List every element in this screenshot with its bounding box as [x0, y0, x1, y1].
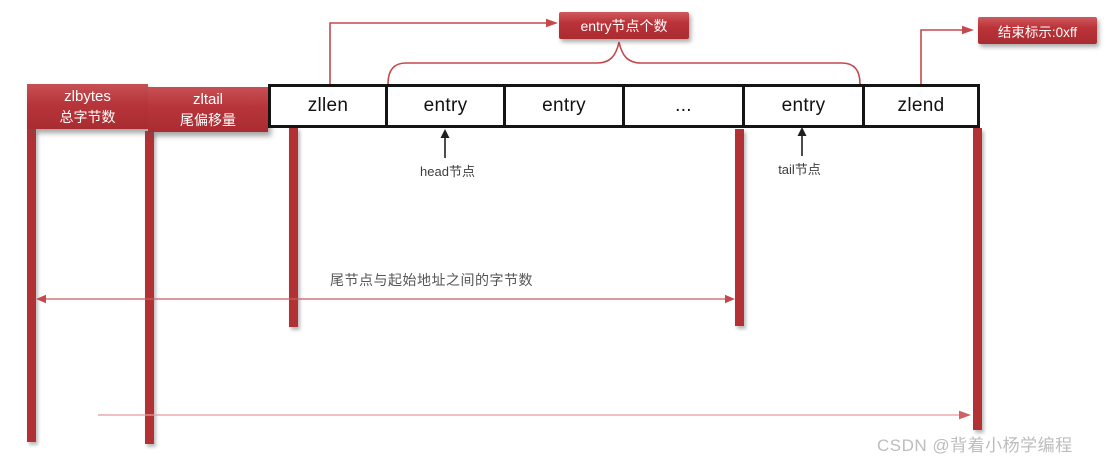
field-zllen: zllen [268, 84, 388, 128]
field-zlend: zlend [862, 84, 980, 128]
field-label: ... [675, 95, 692, 116]
field-label: entry [781, 95, 826, 116]
total-bytes-arrowhead-icon [959, 410, 971, 420]
zltail-position-bar [145, 131, 154, 444]
start-address-bar [27, 129, 36, 442]
tail-offset-left-arrowhead-icon [36, 294, 46, 304]
field-entry-tail: entry [742, 84, 865, 128]
tail-node-label: tail节点 [778, 162, 821, 177]
end-marker-arrowhead-icon [962, 25, 974, 35]
field-entry: entry [503, 84, 625, 128]
field-ellipsis: ... [622, 84, 745, 128]
field-label: entry [542, 95, 586, 116]
field-label: zlbytes [64, 87, 111, 105]
field-label: zltail [192, 90, 223, 108]
field-label: zllen [307, 95, 349, 116]
tail-entry-position-bar [735, 129, 744, 326]
entry-count-callout: entry节点个数 [559, 12, 689, 39]
entry-count-arrowhead-icon [546, 18, 558, 28]
zlend-position-bar [973, 128, 982, 430]
field-label: zlend [897, 95, 945, 116]
tail-offset-span-label: 尾节点与起始地址之间的字节数 [330, 272, 533, 288]
field-entry-head: entry [385, 84, 506, 128]
csdn-watermark: CSDN @背着小杨学编程 [877, 436, 1073, 455]
entries-brace [387, 41, 861, 85]
field-sublabel: 总字节数 [59, 108, 116, 125]
head-node-arrowhead-icon [440, 129, 450, 138]
field-sublabel: 尾偏移量 [180, 111, 236, 128]
tail-offset-right-arrowhead-icon [725, 294, 735, 304]
end-marker-callout: 结束标示:0xff [978, 17, 1097, 44]
field-zlbytes: zlbytes 总字节数 [27, 84, 148, 129]
zllen-position-bar [289, 127, 298, 327]
tail-node-arrowhead-icon [797, 127, 807, 136]
end-marker-connector [920, 29, 962, 84]
field-zltail: zltail 尾偏移量 [148, 87, 268, 132]
entry-count-connector [329, 22, 546, 84]
field-label: entry [423, 95, 468, 116]
head-node-label: head节点 [420, 164, 475, 179]
